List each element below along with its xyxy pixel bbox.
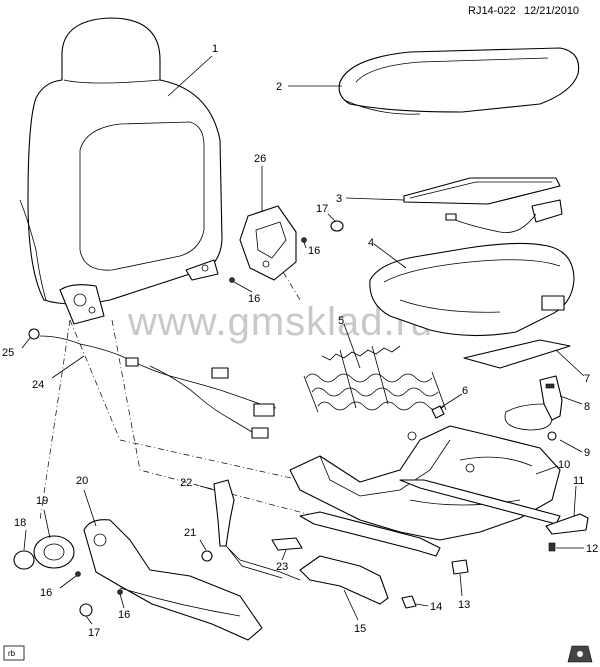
- frame-clip-part: [431, 405, 445, 419]
- callout-18: 18: [14, 517, 26, 529]
- recliner-handle-part: [33, 535, 75, 569]
- callout-11: 11: [573, 475, 584, 487]
- callout-10: 10: [558, 459, 570, 471]
- callout-25: 25: [2, 347, 14, 359]
- spring-mat-part: [303, 345, 447, 413]
- callout-12: 12: [586, 543, 598, 555]
- corner-logo-icon: [567, 645, 593, 663]
- seat-wiring-harness-part: [19, 199, 277, 439]
- seat-cushion-cover-part: [338, 47, 580, 115]
- callout-17-b: 17: [316, 203, 328, 215]
- recliner-cap-part: [13, 550, 35, 570]
- callout-2: 2: [276, 81, 282, 93]
- adjuster-bracket-part: [271, 537, 303, 551]
- cushion-trim-pad-part: [463, 339, 571, 369]
- callout-20: 20: [76, 475, 88, 487]
- bushing-part: [201, 550, 213, 562]
- buckle-nut-part: [547, 431, 557, 441]
- callout-13: 13: [458, 599, 470, 611]
- screw-part: [75, 237, 307, 595]
- callout-labels: 1 2 3 4 5 6 7 8 9 10 11 12 13 14 15 16 1…: [2, 43, 598, 639]
- callout-7: 7: [584, 373, 590, 385]
- seat-back-part: [27, 17, 223, 325]
- footer-tag: rb: [3, 645, 25, 661]
- callout-9: 9: [584, 447, 590, 459]
- adjuster-actuator-part: [213, 479, 301, 581]
- seat-inner-shield-part: [83, 519, 263, 641]
- track-bolt-part: [401, 595, 417, 609]
- callout-17-a: 17: [88, 627, 100, 639]
- cushion-heater-pad-part: [403, 177, 563, 233]
- callout-4: 4: [368, 237, 374, 249]
- callout-1: 1: [212, 43, 218, 55]
- callout-21: 21: [184, 527, 196, 539]
- callout-26: 26: [254, 153, 266, 165]
- callout-3: 3: [336, 193, 342, 205]
- callout-16-b: 16: [118, 609, 130, 621]
- seat-outer-shield-part: [299, 555, 389, 605]
- seat-back-module-part: [239, 205, 297, 281]
- frame-bolt-part: [548, 542, 556, 552]
- callout-14: 14: [430, 601, 442, 613]
- footer-tag-text: rb: [8, 649, 16, 658]
- back-plug-part: [330, 220, 344, 232]
- callout-23: 23: [276, 561, 288, 573]
- callout-5: 5: [338, 315, 344, 327]
- callout-6: 6: [462, 385, 468, 397]
- seat-frame-adjuster-part: [289, 425, 561, 557]
- track-cap-part: [451, 559, 469, 575]
- diagram-ref-code: RJ14-022: [468, 5, 516, 17]
- callout-16-d: 16: [248, 293, 260, 305]
- diagram-date: 12/21/2010: [524, 5, 579, 17]
- callout-16-c: 16: [308, 245, 320, 257]
- seat-belt-buckle-part: [504, 375, 563, 431]
- callout-16-a: 16: [40, 587, 52, 599]
- shield-plug-part: [79, 603, 93, 617]
- harness-clip-part: [28, 328, 40, 340]
- callout-15: 15: [354, 623, 366, 635]
- leader-lines: [21, 55, 585, 625]
- seat-cushion-foam-part: [369, 242, 575, 337]
- callout-19: 19: [36, 495, 48, 507]
- callout-22: 22: [180, 477, 192, 489]
- callout-24: 24: [32, 379, 44, 391]
- callout-8: 8: [584, 401, 590, 413]
